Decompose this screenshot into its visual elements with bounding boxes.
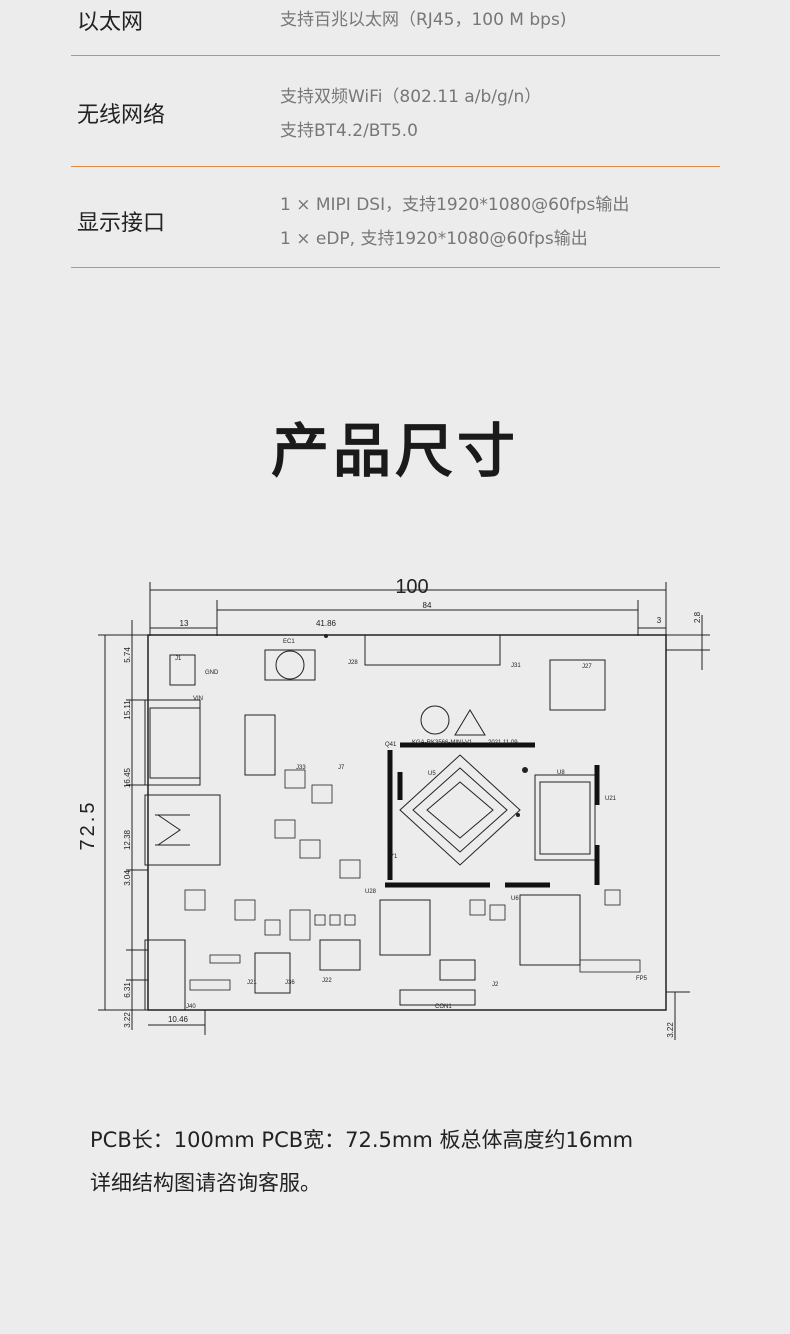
ref-j28: J28 [348, 660, 358, 666]
section-title: 产品尺寸 [270, 417, 519, 485]
spec-label: 显示接口 [77, 211, 166, 236]
spec-value: 支持BT4.2/BT5.0 [280, 121, 418, 141]
dim-total-height: 72.5 [77, 800, 99, 851]
dim-6-31: 6.31 [123, 982, 132, 998]
dim-84: 84 [423, 601, 432, 610]
dim-3-04: 3.04 [123, 870, 132, 886]
ref-u21: U21 [605, 796, 617, 802]
spec-value: 1 × MIPI DSI，支持1920*1080@60fps输出 [280, 195, 630, 215]
dim-13: 13 [180, 619, 189, 628]
ref-y1: Y1 [390, 854, 398, 860]
dim-2-8: 2.8 [693, 611, 702, 623]
spec-row-display: 显示接口 1 × MIPI DSI，支持1920*1080@60fps输出 1 … [71, 167, 720, 268]
ref-fp5: FP5 [636, 976, 648, 982]
ref-j2: J2 [492, 982, 499, 988]
contact-note: 详细结构图请咨询客服。 [90, 1171, 321, 1195]
dim-41-86: 41.86 [316, 619, 337, 628]
dim-16-45: 16.45 [123, 767, 132, 788]
spec-label: 无线网络 [77, 103, 166, 128]
ref-u6: U6 [511, 896, 519, 902]
ref-j31: J31 [511, 663, 521, 669]
board-date: 2021.11.09 [488, 740, 518, 746]
dim-3: 3 [657, 616, 662, 625]
ref-gnd: GND [205, 670, 219, 676]
spec-label: 以太网 [77, 10, 144, 35]
ref-ec1: EC1 [283, 639, 295, 645]
dim-5-74: 5.74 [123, 647, 132, 663]
dim-15-11: 15.11 [123, 700, 132, 720]
spec-value: 1 × eDP, 支持1920*1080@60fps输出 [280, 229, 588, 249]
ref-u28: U28 [365, 889, 377, 895]
ref-j22: J22 [322, 978, 332, 984]
dim-3-22-right: 3.22 [666, 1022, 675, 1038]
ref-j40: J40 [186, 1004, 196, 1010]
ref-u8: U8 [557, 770, 565, 776]
dim-12-38: 12.38 [123, 829, 132, 850]
spec-row-wireless: 无线网络 支持双频WiFi（802.11 a/b/g/n） 支持BT4.2/BT… [71, 56, 720, 167]
dim-3-22-left: 3.22 [123, 1012, 132, 1028]
dim-total-width: 100 [395, 576, 428, 598]
ref-j33: J33 [296, 765, 306, 771]
ref-con1: CON1 [435, 1004, 452, 1010]
ref-u5: U5 [428, 771, 436, 777]
spec-value: 支持双频WiFi（802.11 a/b/g/n） [280, 87, 542, 107]
ref-j27: J27 [582, 664, 592, 670]
ref-vin: VIN [193, 696, 203, 702]
ref-j21: J21 [247, 980, 257, 986]
pcb-size-text: PCB长：100mm PCB宽：72.5mm 板总体高度约16mm [90, 1128, 634, 1152]
spec-row-ethernet: 以太网 支持百兆以太网（RJ45，100 M bps) [71, 0, 720, 56]
spec-value: 支持百兆以太网（RJ45，100 M bps) [280, 10, 567, 30]
ref-q41: Q41 [385, 742, 397, 748]
ref-j7: J7 [338, 765, 345, 771]
board-name: KGA-RK3566-MINI-V1 [412, 740, 473, 746]
pcb-dimension-drawing: 100 84 13 3 41.86 2.8 72.5 5.74 15.11 16… [77, 576, 710, 1040]
ref-j36: J36 [285, 980, 295, 986]
pcb-outline [147, 634, 667, 1011]
dim-10-46: 10.46 [168, 1015, 189, 1024]
ref-j1: J1 [175, 656, 182, 662]
